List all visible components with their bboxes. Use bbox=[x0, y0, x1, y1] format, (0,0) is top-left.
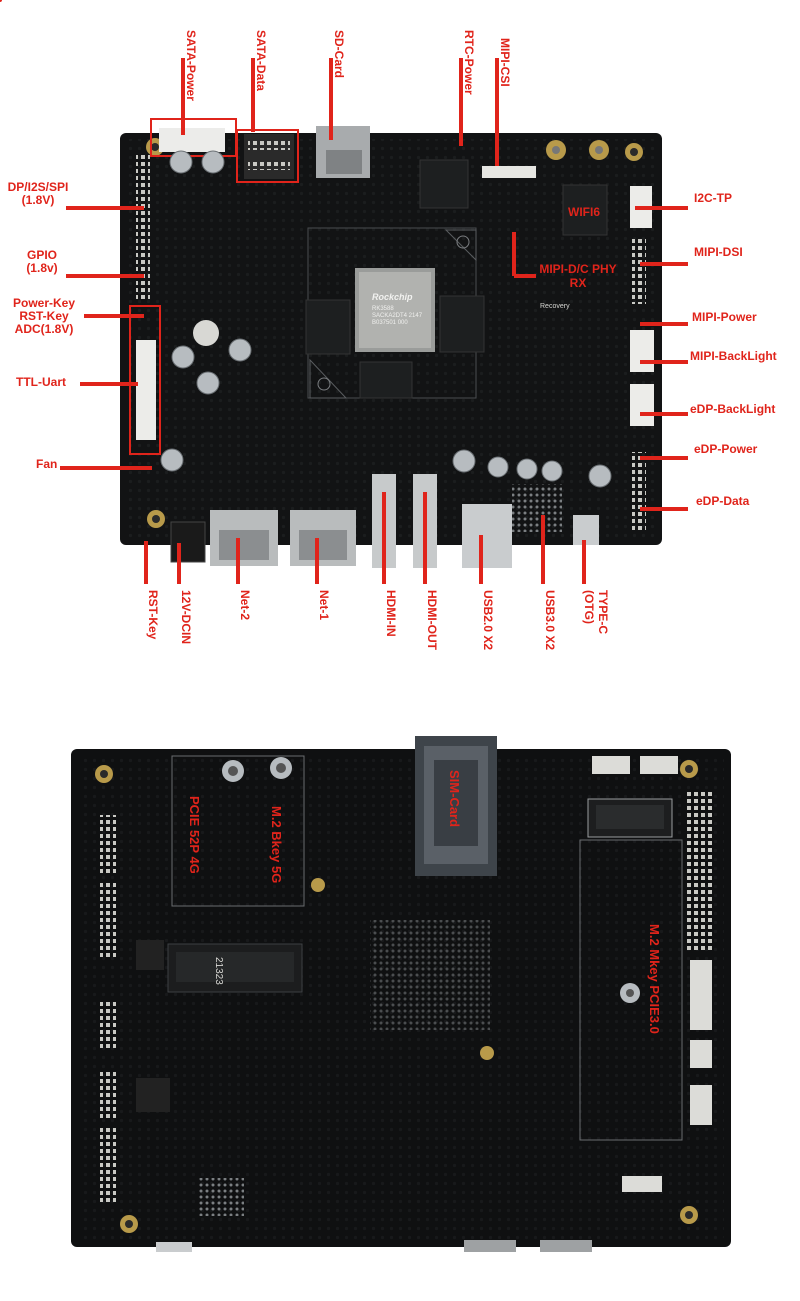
label-line: GPIO bbox=[26, 248, 57, 262]
bottom-board bbox=[71, 736, 731, 1252]
label-ttl-uart: TTL-Uart bbox=[16, 375, 66, 389]
label-sd-card: SD-Card bbox=[332, 30, 346, 79]
soc-markings: RK3588 SACKA2DT4 2147 B037501 000 bbox=[372, 306, 422, 327]
label-rst-key: RST-Key bbox=[146, 590, 160, 640]
label-line: Power-Key bbox=[12, 296, 76, 310]
label-usb2: USB2.0 X2 bbox=[481, 590, 495, 651]
label-line: ADC(1.8V) bbox=[14, 322, 74, 336]
label-line: SACKA2DT4 2147 bbox=[372, 313, 423, 319]
label-i2c-tp: I2C-TP bbox=[694, 191, 733, 205]
silk-recovery: Recovery bbox=[540, 303, 570, 310]
label-sim-card: SIM-Card bbox=[447, 770, 462, 828]
label-edp-backlight: eDP-BackLight bbox=[690, 402, 776, 416]
label-line: RST-Key bbox=[19, 309, 69, 323]
label-m2-mkey-pcie3: M.2 Mkey PCIE3.0 bbox=[647, 924, 662, 1034]
top-board bbox=[0, 0, 662, 568]
label-line: MIPI-D/C PHY bbox=[539, 262, 617, 276]
label-12v-dcin: 12V-DCIN bbox=[179, 590, 193, 645]
label-mipi-dsi: MIPI-DSI bbox=[694, 245, 743, 259]
label-net-1: Net-1 bbox=[317, 590, 331, 621]
label-wifi6: WIFI6 bbox=[568, 205, 600, 219]
label-sata-power: SATA-Power bbox=[184, 30, 198, 101]
pointer-lines-top bbox=[60, 58, 688, 584]
silk-21323: 21323 bbox=[213, 957, 224, 985]
label-pcie-52p-4g: PCIE 52P 4G bbox=[187, 796, 202, 874]
label-line: B037501 000 bbox=[372, 320, 408, 326]
label-type-c: TYPE-C bbox=[596, 590, 610, 635]
label-rtc-power: RTC-Power bbox=[462, 30, 476, 95]
label-mipi-backlight: MIPI-BackLight bbox=[690, 349, 777, 363]
label-line: DP/I2S/SPI bbox=[7, 180, 69, 194]
label-mipi-csi: MIPI-CSI bbox=[498, 38, 512, 87]
label-line: RX bbox=[569, 276, 587, 290]
label-sata-data: SATA-Data bbox=[254, 30, 268, 91]
label-edp-data: eDP-Data bbox=[696, 494, 750, 508]
label-m2-bkey-5g: M.2 Bkey 5G bbox=[269, 806, 284, 884]
label-power-rst-adc: Power-Key RST-Key ADC(1.8V) bbox=[4, 297, 84, 336]
label-line: (1.8v) bbox=[26, 261, 58, 275]
label-hdmi-out: HDMI-OUT bbox=[425, 590, 439, 650]
label-line: RK3588 bbox=[372, 306, 394, 312]
label-usb3: USB3.0 X2 bbox=[543, 590, 557, 651]
label-line: (1.8V) bbox=[21, 193, 55, 207]
label-type-c-otg: (OTG) bbox=[582, 590, 596, 624]
label-fan: Fan bbox=[36, 457, 58, 471]
label-gpio: GPIO (1.8v) bbox=[14, 249, 70, 275]
label-net-2: Net-2 bbox=[238, 590, 252, 621]
label-mipi-power: MIPI-Power bbox=[692, 310, 757, 324]
label-dp-i2s-spi: DP/I2S/SPI (1.8V) bbox=[6, 181, 70, 207]
label-hdmi-in: HDMI-IN bbox=[384, 590, 398, 637]
soc-brand: Rockchip bbox=[372, 292, 413, 302]
label-edp-power: eDP-Power bbox=[694, 442, 758, 456]
label-mipi-dc-phy: MIPI-D/C PHY RX bbox=[528, 262, 628, 290]
